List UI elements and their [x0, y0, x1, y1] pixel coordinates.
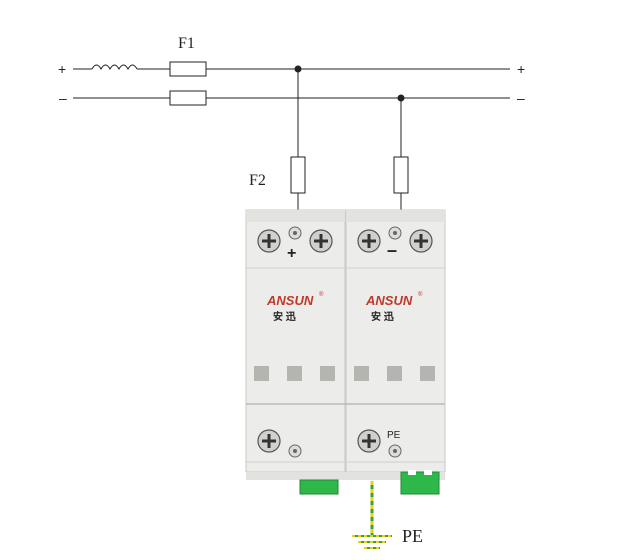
svg-text:ANSUN: ANSUN	[266, 293, 314, 308]
indicator-screw-icon	[388, 226, 402, 240]
screw-terminal-icon	[309, 229, 333, 253]
brand-logo-positive: ANSUN ® 安 迅	[266, 291, 324, 323]
fuse-f2-positive	[290, 156, 306, 194]
label-left-minus: –	[59, 90, 67, 106]
remote-connector-left	[299, 479, 339, 495]
label-right-minus: –	[517, 90, 525, 106]
screw-terminal-icon	[357, 229, 381, 253]
positive-line	[73, 64, 510, 71]
screw-terminal-icon	[257, 429, 281, 453]
fuse-f1-positive	[169, 61, 207, 77]
module-negative	[345, 209, 446, 473]
label-right-plus: +	[517, 61, 525, 77]
pole-plus-mark: +	[287, 245, 296, 262]
svg-text:®: ®	[319, 291, 324, 298]
remote-connector-right	[400, 470, 440, 495]
label-f2: F2	[249, 172, 266, 189]
svg-text:®: ®	[418, 291, 423, 298]
spd-device: + – ANSUN ® 安 迅 ANSUN ® 安 迅	[245, 209, 446, 495]
indicator-screw-icon	[288, 444, 302, 458]
label-f1: F1	[178, 35, 195, 52]
pole-minus-mark: –	[387, 240, 397, 260]
svg-text:安 迅: 安 迅	[371, 310, 394, 323]
screw-terminal-icon	[357, 429, 381, 453]
branch-wires	[297, 69, 402, 212]
label-ground-pe: PE	[402, 526, 423, 546]
screw-terminal-icon	[409, 229, 433, 253]
indicator-screw-icon	[388, 444, 402, 458]
fuse-f1-negative	[169, 90, 207, 106]
vent-slots	[254, 366, 435, 381]
brand-logo-negative: ANSUN ® 安 迅	[365, 291, 423, 323]
screw-terminal-icon	[257, 229, 281, 253]
indicator-screw-icon	[288, 226, 302, 240]
svg-text:安 迅: 安 迅	[273, 310, 296, 323]
module-positive	[245, 209, 346, 473]
fuse-f2-negative	[393, 156, 409, 194]
svg-text:ANSUN: ANSUN	[365, 293, 413, 308]
ground-symbol-icon	[352, 535, 392, 549]
pe-terminal-label: PE	[387, 430, 401, 441]
label-left-plus: +	[58, 61, 66, 77]
